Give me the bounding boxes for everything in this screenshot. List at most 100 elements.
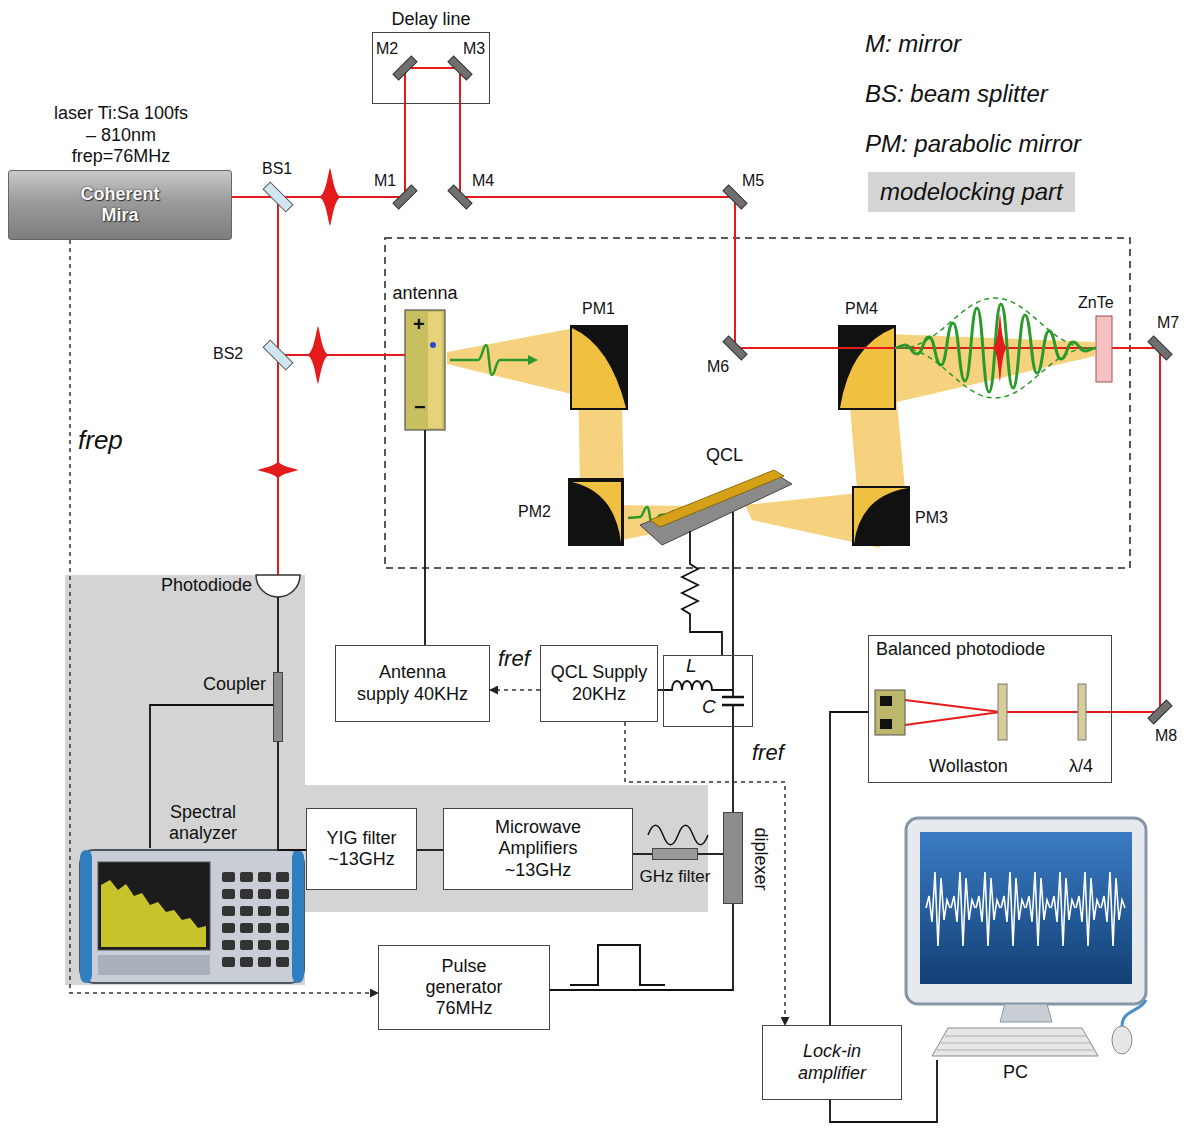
amplifier-box: Microwave Amplifiers ~13GHz bbox=[443, 808, 633, 890]
thz-pulse bbox=[628, 507, 672, 527]
wire bbox=[550, 904, 733, 990]
spectrum-analyzer-device bbox=[98, 862, 210, 950]
node-text: Delay line bbox=[373, 9, 489, 30]
wire bbox=[732, 727, 734, 812]
node-text: Wollaston bbox=[929, 756, 1008, 777]
wire bbox=[417, 849, 443, 851]
balanced-detector bbox=[1078, 684, 1086, 740]
thz-part-frame bbox=[385, 238, 1130, 568]
wire bbox=[277, 597, 279, 672]
node-text: Coupler bbox=[203, 674, 266, 695]
wire bbox=[698, 853, 723, 855]
signal-label: frep bbox=[78, 425, 123, 456]
supply-box: Antenna supply 40KHz bbox=[335, 645, 490, 722]
spectrum-analyzer-device bbox=[222, 957, 289, 967]
node-text: GHz filter bbox=[640, 867, 711, 887]
spectrum-analyzer-device bbox=[292, 850, 304, 983]
spectrum-analyzer-device bbox=[80, 850, 304, 983]
balanced-photodiode-box: Balanced photodiodeWollastonλ/4 bbox=[868, 635, 1112, 783]
laser-pulse bbox=[318, 168, 342, 226]
balanced-detector bbox=[998, 684, 1007, 740]
polarity-sign: + bbox=[413, 313, 425, 336]
photodiode-symbol bbox=[256, 575, 300, 597]
node-text: Pulse generator 76MHz bbox=[414, 956, 514, 1020]
computer-picture bbox=[926, 872, 950, 946]
part-label: M4 bbox=[472, 172, 494, 190]
laser-beam bbox=[277, 197, 279, 575]
computer-picture bbox=[1026, 872, 1050, 946]
parabolic-mirror bbox=[568, 478, 624, 546]
thz-arrowhead bbox=[528, 355, 680, 518]
thz-pulse bbox=[450, 298, 1096, 527]
beam-splitter bbox=[263, 182, 293, 212]
wire bbox=[633, 853, 652, 855]
mirror bbox=[393, 185, 417, 209]
mirror bbox=[723, 336, 747, 360]
mirror bbox=[1148, 700, 1172, 724]
part-label: PM4 bbox=[845, 300, 878, 318]
node-text: PC bbox=[1003, 1062, 1028, 1083]
ghz-filter: GHz filter bbox=[652, 848, 698, 860]
parabolic-mirror bbox=[570, 325, 628, 410]
pulse-generator-box: Pulse generator 76MHz bbox=[378, 945, 550, 1030]
node-text: Microwave Amplifiers ~13GHz bbox=[482, 817, 594, 881]
thz-arrowhead bbox=[672, 510, 680, 518]
computer-picture bbox=[951, 872, 975, 946]
laser-pulse bbox=[258, 168, 342, 480]
computer: PC bbox=[903, 815, 1153, 1060]
parabolic-mirror bbox=[568, 325, 910, 546]
key-text: BS: beam splitter bbox=[865, 80, 1048, 108]
thz-beam bbox=[447, 328, 1095, 548]
antenna-plate bbox=[405, 310, 445, 430]
parabolic-mirror bbox=[838, 325, 896, 410]
laser-beam bbox=[278, 354, 405, 356]
coupler: Coupler bbox=[273, 672, 283, 742]
part-label: M5 bbox=[742, 172, 764, 190]
wire bbox=[424, 430, 426, 645]
qcl-device bbox=[650, 470, 784, 527]
node-text: Balanced photodiode bbox=[876, 639, 1045, 660]
reference-signal-line bbox=[490, 689, 540, 691]
wire bbox=[278, 742, 306, 850]
computer-picture bbox=[1000, 1004, 1052, 1022]
legend-swatch: modelocking part bbox=[868, 172, 1075, 212]
laser-pulse bbox=[258, 460, 298, 480]
part-label: M1 bbox=[374, 172, 396, 190]
mirror bbox=[448, 185, 472, 209]
lock-in-box: Lock-in amplifier bbox=[762, 1025, 902, 1100]
thz-beam bbox=[447, 328, 605, 402]
probe-pulse bbox=[992, 314, 1008, 382]
parabolic-mirror bbox=[572, 328, 626, 408]
qcl-device bbox=[640, 472, 792, 545]
part-label: M8 bbox=[1155, 727, 1177, 745]
antenna-plate bbox=[430, 342, 436, 348]
node-text: QCL bbox=[706, 445, 743, 466]
znte-crystal bbox=[1096, 316, 1112, 382]
key-text: PM: parabolic mirror bbox=[865, 130, 1081, 158]
thz-beam bbox=[578, 372, 624, 502]
part-label: BS1 bbox=[262, 160, 292, 178]
balanced-detector bbox=[880, 696, 892, 706]
computer-picture bbox=[1101, 872, 1125, 946]
part-label: M2 bbox=[376, 40, 398, 58]
photodiode: Photodiode bbox=[256, 575, 300, 597]
spectrum-analyzer-device bbox=[101, 880, 206, 947]
diplexer: diplexer bbox=[723, 812, 743, 904]
laser-pulse bbox=[306, 326, 330, 384]
balanced-detector bbox=[880, 719, 892, 729]
mirror bbox=[1148, 336, 1172, 360]
node-text: laser Ti:Sa 100fs – 810nm frep=76MHz bbox=[51, 103, 191, 167]
thz-pulse bbox=[895, 304, 1096, 392]
thz-beam bbox=[848, 385, 906, 500]
thz-pulse bbox=[900, 298, 1090, 398]
computer-picture bbox=[920, 832, 1132, 984]
lc-circuit-box: LC bbox=[663, 655, 753, 727]
modelocking-region bbox=[65, 575, 708, 985]
beam-splitter bbox=[263, 340, 293, 370]
computer-picture bbox=[976, 872, 1000, 946]
computer-picture bbox=[1076, 872, 1100, 946]
node-text: C bbox=[702, 696, 716, 718]
spectrum-analyzer-device bbox=[80, 850, 92, 983]
antenna-plate bbox=[405, 310, 445, 430]
beam-splitter bbox=[263, 182, 293, 370]
